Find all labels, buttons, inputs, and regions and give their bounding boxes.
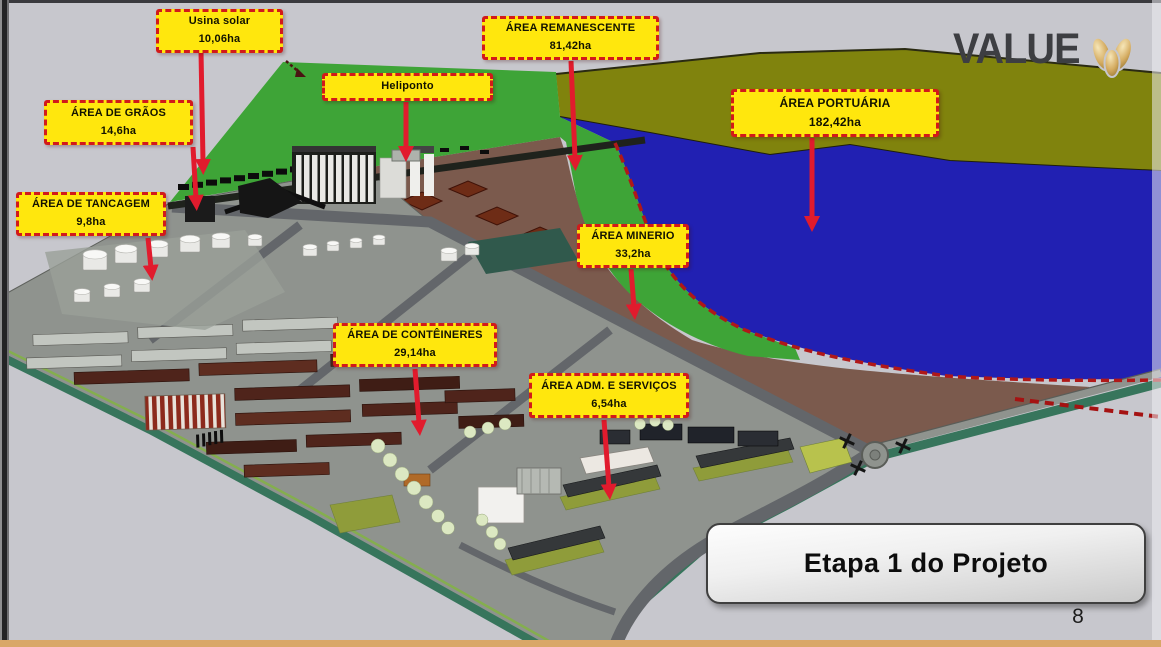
slide-left-border	[0, 0, 9, 647]
tank-farm	[45, 230, 480, 330]
arrow-area-tancagem	[142, 237, 159, 281]
value-logo: VALUE	[953, 28, 1133, 82]
callout-title: ÁREA DE TANCAGEM	[31, 198, 151, 211]
page-number: 8	[1072, 605, 1084, 628]
callout-value: 33,2ha	[615, 248, 651, 260]
striped-storage-pad	[144, 393, 227, 448]
callout-title: ÁREA MINERIO	[591, 230, 675, 243]
value-logo-icon	[1090, 36, 1133, 78]
callout-value: 81,42ha	[549, 40, 592, 52]
callout-value: 9,8ha	[76, 216, 106, 228]
callout-value: 10,06ha	[198, 33, 241, 45]
callout-title: ÁREA ADM. E SERVIÇOS	[541, 379, 677, 392]
property-boundary-dashes	[613, 142, 1161, 419]
green-hillside	[170, 62, 800, 360]
callout-title: ÁREA PORTUÁRIA	[779, 95, 891, 110]
arrow-area-graos	[187, 146, 204, 211]
water-treatment-pond	[468, 228, 578, 274]
value-logo-text: VALUE	[953, 25, 1080, 73]
arrow-area-remanescente	[566, 60, 583, 171]
callout-area-portuaria: ÁREA PORTUÁRIA 182,42ha	[731, 89, 939, 137]
lawns	[329, 437, 853, 576]
callout-value: 29,14ha	[394, 347, 436, 359]
arrow-area-adm-servicos	[600, 419, 617, 500]
callout-title: Heliponto	[381, 80, 434, 93]
heliport-pad	[391, 149, 421, 162]
callout-value: 182,42ha	[808, 115, 862, 129]
warehouse-rows	[26, 316, 339, 370]
stage-caption: Etapa 1 do Projeto	[803, 548, 1049, 578]
slide-right-border	[1152, 0, 1161, 647]
small-annotation-arrow	[285, 60, 306, 77]
slide-top-border	[0, 0, 1161, 3]
callout-usina-solar: Usina solar 10,06ha	[156, 9, 283, 53]
callout-title: ÁREA REMANESCENTE	[505, 22, 636, 35]
mineral-stockyard	[365, 137, 1090, 452]
port-water-basin	[560, 117, 1161, 380]
callout-area-conteineres: ÁREA DE CONTÊINERES 29,14ha	[333, 323, 497, 367]
grain-silos	[292, 146, 434, 204]
arrow-usina-solar	[194, 50, 211, 175]
callout-area-graos: ÁREA DE GRÃOS 14,6ha	[44, 100, 193, 145]
callout-arrows	[142, 50, 821, 500]
road-cross-marks	[839, 433, 911, 476]
callout-title: ÁREA DE CONTÊINERES	[347, 329, 483, 342]
callout-value: 14,6ha	[100, 124, 137, 137]
callout-area-remanescente: ÁREA REMANESCENTE 81,42ha	[482, 16, 659, 60]
callout-title: Usina solar	[188, 15, 251, 28]
callout-area-tancagem: ÁREA DE TANCAGEM 9,8ha	[16, 192, 166, 236]
slide-bottom-bar	[0, 640, 1161, 647]
stage-caption-box: Etapa 1 do Projeto	[706, 523, 1146, 604]
arrow-area-minerio	[625, 268, 642, 320]
callout-heliponto: Heliponto	[322, 73, 493, 101]
trees	[370, 415, 674, 551]
boundary-dash-right	[1014, 397, 1161, 419]
arrow-area-conteineres	[410, 368, 427, 436]
callout-area-adm-servicos: ÁREA ADM. E SERVIÇOS 6,54ha	[529, 373, 689, 418]
callout-value: 6,54ha	[591, 397, 627, 410]
roundabout	[861, 441, 889, 469]
callout-title: ÁREA DE GRÃOS	[70, 106, 167, 119]
callout-area-minerio: ÁREA MINERIO 33,2ha	[577, 224, 689, 268]
